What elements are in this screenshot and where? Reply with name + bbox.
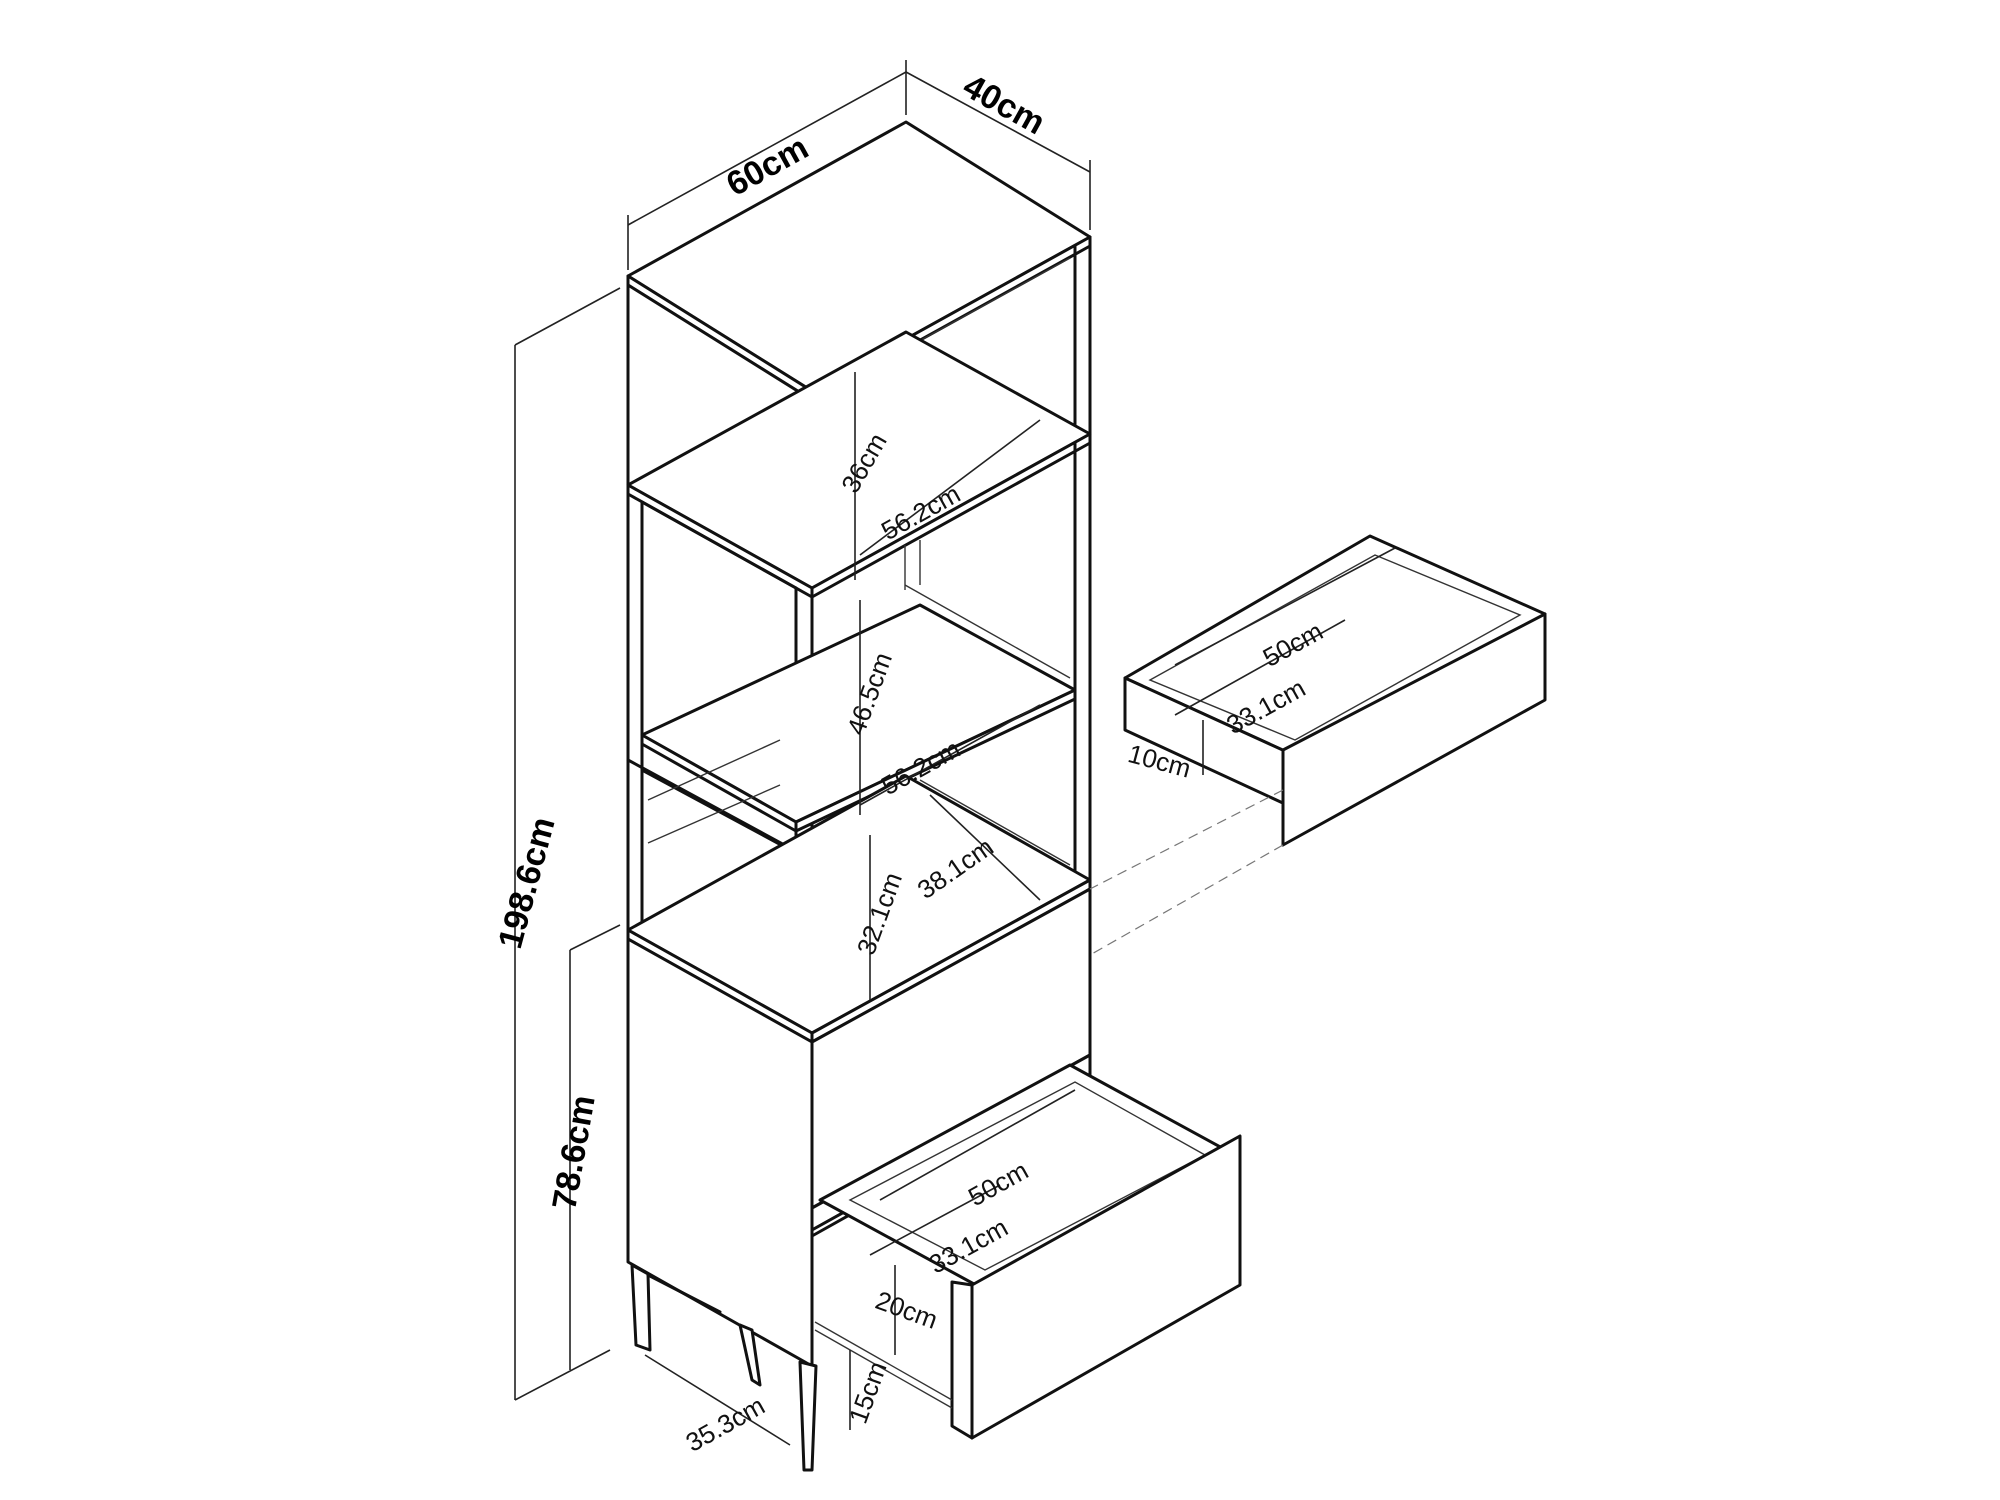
top-drawer-inner (1148, 554, 1522, 741)
drawer-guide-dash-1 (1089, 789, 1284, 890)
label-lower-height: 78.6cm (545, 1092, 602, 1212)
frame-top-bar-left (640, 500, 798, 590)
label-total-depth: 40cm (957, 67, 1051, 142)
dim-low-depth-line (929, 794, 1041, 901)
leg-rail (646, 1273, 722, 1314)
dim-top-drawer-depth (1174, 619, 1346, 716)
dim-width-line (627, 71, 907, 226)
dim-top-width-line (859, 419, 1041, 556)
dim-lower-height-ext (569, 924, 621, 951)
dim-depth-line (905, 71, 1091, 173)
frame-mid-bar-left (626, 758, 814, 862)
dimension-lines (514, 60, 1396, 1446)
drawer-runner (814, 1321, 953, 1401)
drawer-runner-b (814, 1329, 953, 1409)
label-total-height: 198.6cm (491, 813, 562, 952)
leg-front-left (630, 1263, 652, 1352)
dim-leg-depth (644, 1354, 791, 1446)
side-bar-lower-b (647, 784, 781, 844)
dim-mid-width-line (859, 704, 1041, 806)
dim-bottom-drawer-width (879, 1089, 1076, 1201)
side-bar-lower (647, 739, 781, 801)
drawer-guide-dash-2 (1089, 844, 1284, 956)
leg-front-right (798, 1360, 818, 1472)
top-drawer-detached (1089, 534, 1547, 956)
back-bar-mid (904, 584, 1071, 679)
dim-top-drawer-width (1174, 547, 1396, 666)
dim-bottom-drawer-depth (869, 1184, 1001, 1256)
bottom-drawer-open (814, 1063, 1242, 1440)
dim-total-height-ext-top (514, 287, 621, 346)
back-bar-lower (919, 779, 1071, 866)
shelf-2-right-edge (794, 688, 1077, 833)
leg-back (738, 1323, 762, 1387)
top-drawer-front (1281, 612, 1547, 847)
dim-total-height-ext-bottom (514, 1349, 611, 1401)
bottom-drawer-front-side (950, 1280, 974, 1440)
label-bottom-drawer-height: 20cm (872, 1285, 942, 1335)
